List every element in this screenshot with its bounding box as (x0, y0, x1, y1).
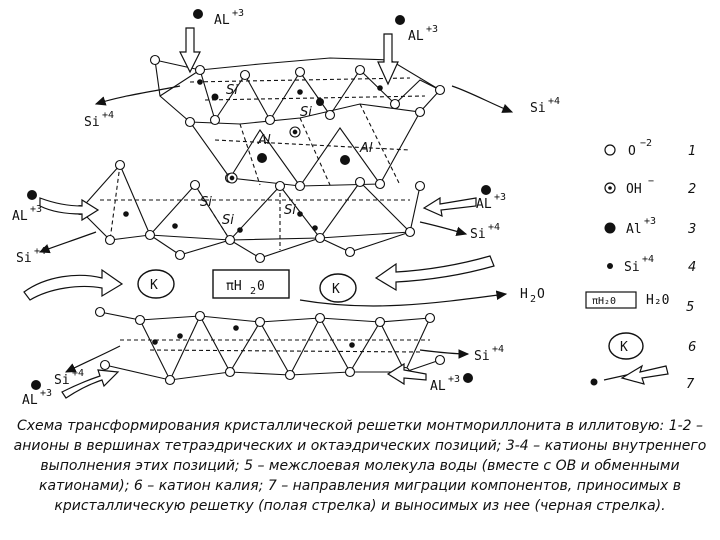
si-left-charge: +4 (34, 246, 46, 257)
oxygen-icon (604, 144, 616, 156)
legend-potassium-symbol: K (620, 340, 628, 355)
al-bottom-left-in-arrow: AL +3 (22, 369, 120, 408)
water-out-sub: 2 (530, 294, 536, 305)
si-top-left-out-arrow: Si +4 (84, 85, 181, 130)
legend-number-5: 5 (686, 300, 694, 315)
si-bottom-left-charge: +4 (72, 368, 84, 379)
al-left-in-arrow: AL +3 (12, 190, 100, 224)
al-bottom-mid-label: AL (430, 379, 446, 394)
legend-oxygen-charge: −2 (640, 138, 652, 149)
aluminium-cations (211, 93, 350, 165)
migration-dot-icon (590, 378, 598, 386)
lattice-diagram: Si Si Al Al Si Si Si AL +3 AL +3 Si +4 S… (12, 8, 696, 408)
silicon-cations (123, 79, 383, 348)
oxygen-atoms (74, 54, 446, 386)
incoming-arrow-icon (620, 364, 669, 385)
site-label-al-a: Al (257, 133, 271, 148)
interlayer-water-box: πH 2 0 (212, 269, 290, 299)
legend-water-symbol: H₂0 (646, 293, 669, 308)
legend-number-2: 2 (688, 182, 696, 197)
legend-silicon-charge: +4 (642, 254, 654, 265)
water-out-h: H (520, 287, 528, 302)
potassium-cation-right: K (319, 273, 357, 303)
si-bottom-mid-charge: +4 (492, 344, 504, 355)
al-mid-right-charge: +3 (494, 192, 506, 203)
si-top-right-charge: +4 (548, 96, 560, 107)
water-box-sub: 2 (250, 286, 256, 297)
al-left-charge: +3 (30, 204, 42, 215)
water-out-arrow: H 2 O (299, 287, 545, 307)
site-label-si-d: Si (222, 213, 234, 228)
legend-number-3: 3 (688, 222, 696, 237)
al-top-left-in-arrow: AL +3 (179, 8, 244, 74)
si-top-right-out-arrow: Si +4 (451, 85, 560, 116)
si-bottom-left-out-arrow: Si +4 (54, 345, 121, 388)
si-mid-right-charge: +4 (488, 222, 500, 233)
potassium-icon (608, 332, 644, 360)
interlayer-right-in-arrow (374, 255, 495, 292)
si-mid-right-label: Si (470, 227, 486, 242)
si-top-left-charge: +4 (102, 110, 114, 121)
upper-silicate-layer (79, 57, 441, 259)
aluminium-icon (604, 222, 616, 234)
legend-item-potassium: K 6 (608, 332, 696, 360)
al-bottom-mid-charge: +3 (448, 374, 460, 385)
legend: O −2 1 OH − 2 Al +3 3 Si +4 4 πH₂0 H₂0 5 (585, 138, 696, 392)
potassium-cation-left: K (137, 269, 175, 299)
legend-aluminium-charge: +3 (644, 216, 656, 227)
si-left-out-arrow: Si +4 (16, 231, 97, 266)
legend-number-1: 1 (688, 144, 696, 159)
legend-item-water: πH₂0 H₂0 5 (585, 291, 694, 315)
legend-silicon-symbol: Si (624, 260, 640, 275)
al-top-right-in-arrow: AL +3 (377, 15, 438, 86)
legend-item-migration: 7 (590, 364, 695, 392)
legend-item-silicon: Si +4 4 (607, 254, 696, 275)
legend-item-hydroxyl: OH − 2 (604, 176, 696, 197)
legend-item-aluminium: Al +3 3 (604, 216, 696, 237)
al-mid-right-in-arrow: AL +3 (422, 185, 506, 218)
legend-aluminium-symbol: Al (626, 222, 642, 237)
silicon-icon (607, 263, 613, 269)
al-mid-right-label: AL (476, 197, 492, 212)
si-top-right-label: Si (530, 101, 546, 116)
water-box-icon (585, 291, 637, 309)
water-out-o: O (537, 287, 545, 302)
al-bottom-left-charge: +3 (40, 388, 52, 399)
k-right-label: K (332, 282, 340, 297)
legend-number-4: 4 (688, 260, 696, 275)
al-bottom-mid-in-arrow: AL +3 (386, 362, 473, 394)
si-top-left-label: Si (84, 115, 100, 130)
legend-number-6: 6 (688, 340, 696, 355)
si-bottom-mid-out-arrow: Si +4 (419, 344, 504, 364)
site-label-si-e: Si (284, 203, 296, 218)
figure-caption: Схема трансформирования кристаллической … (13, 418, 707, 514)
legend-number-7: 7 (686, 377, 695, 392)
al-bottom-left-label: AL (22, 393, 38, 408)
lower-silicate-layer (99, 311, 441, 382)
legend-hydroxyl-charge: − (648, 176, 654, 187)
legend-hydroxyl-symbol: OH (626, 182, 642, 197)
al-top-left-charge: +3 (232, 8, 244, 19)
legend-oxygen-symbol: O (628, 144, 636, 159)
si-left-label: Si (16, 251, 32, 266)
si-bottom-left-label: Si (54, 373, 70, 388)
al-top-right-charge: +3 (426, 24, 438, 35)
si-bottom-mid-label: Si (474, 349, 490, 364)
interlayer-left-in-arrow (23, 268, 124, 301)
al-top-left-label: AL (214, 13, 230, 28)
si-mid-right-out-arrow: Si +4 (419, 221, 500, 242)
site-label-si-b: Si (300, 105, 312, 120)
k-left-label: K (150, 278, 158, 293)
al-left-label: AL (12, 209, 28, 224)
hydroxyl-groups (226, 126, 301, 184)
legend-water-box-text: πH₂0 (592, 296, 616, 307)
al-top-right-label: AL (408, 29, 424, 44)
water-box-o: 0 (257, 279, 265, 294)
site-label-al-b: Al (359, 141, 373, 156)
site-label-si-c: Si (200, 195, 212, 210)
legend-item-oxygen: O −2 1 (604, 138, 696, 159)
water-box-label: πH (226, 279, 242, 294)
site-label-si-a: Si (226, 83, 238, 98)
